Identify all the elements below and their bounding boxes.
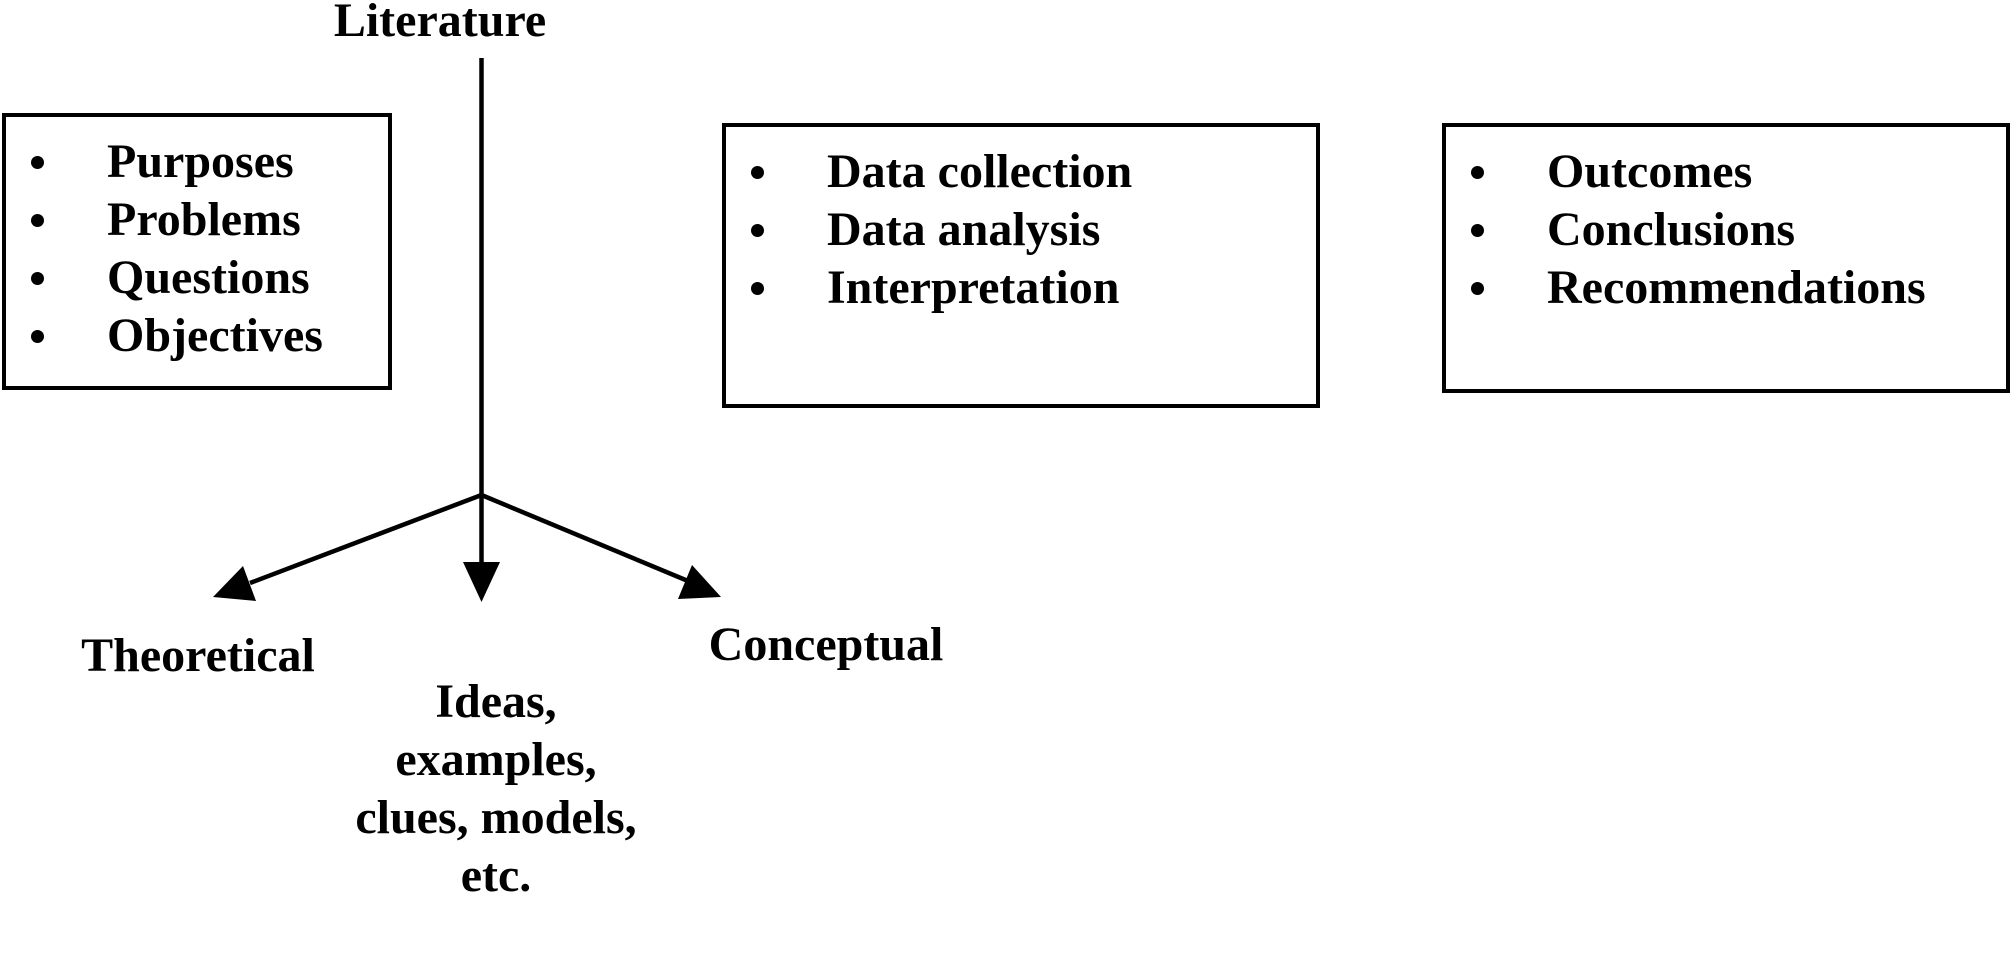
- list-item-label: Data collection: [827, 145, 1133, 198]
- list-item: Objectives: [31, 307, 382, 365]
- bullet-icon: [751, 223, 827, 237]
- ideas-note: Ideas, examples, clues, models, etc.: [296, 673, 696, 905]
- list-item: Recommendations: [1471, 259, 2000, 317]
- left-arrowhead-icon: [213, 566, 256, 601]
- list-item-label: Problems: [107, 193, 301, 246]
- list-item: Conclusions: [1471, 201, 2000, 259]
- list-item: Problems: [31, 191, 382, 249]
- research-framing-box: Purposes Problems Questions Objectives: [2, 113, 392, 390]
- bullet-icon: [31, 213, 107, 227]
- bullet-icon: [1471, 223, 1547, 237]
- list-item: Purposes: [31, 133, 382, 191]
- list-item-label: Outcomes: [1547, 145, 1753, 198]
- bullet-icon: [31, 329, 107, 343]
- right-branch-line: [480, 492, 689, 584]
- list-item-label: Data analysis: [827, 203, 1101, 256]
- list-item-label: Conclusions: [1547, 203, 1796, 256]
- methods-box: Data collection Data analysis Interpreta…: [722, 123, 1320, 408]
- list-item: Questions: [31, 249, 382, 307]
- list-item: Outcomes: [1471, 143, 2000, 201]
- list-item: Data collection: [751, 143, 1310, 201]
- results-box: Outcomes Conclusions Recommendations: [1442, 123, 2010, 393]
- bullet-icon: [31, 155, 107, 169]
- bullet-icon: [1471, 281, 1547, 295]
- list-item-label: Questions: [107, 251, 310, 304]
- conceptual-label: Conceptual: [708, 618, 944, 671]
- list-item-label: Objectives: [107, 309, 323, 362]
- list-item: Interpretation: [751, 259, 1310, 317]
- list-item: Data analysis: [751, 201, 1310, 259]
- bullet-list: Purposes Problems Questions Objectives: [6, 117, 388, 365]
- theoretical-label: Theoretical: [81, 629, 315, 682]
- bullet-icon: [1471, 165, 1547, 179]
- list-item-label: Purposes: [107, 135, 294, 188]
- list-item-label: Interpretation: [827, 261, 1120, 314]
- bullet-icon: [751, 281, 827, 295]
- note-line: examples,: [395, 733, 597, 786]
- list-item-label: Recommendations: [1547, 261, 1926, 314]
- bullet-icon: [31, 271, 107, 285]
- left-branch-line: [249, 492, 483, 586]
- right-arrowhead-icon: [678, 565, 721, 599]
- note-line: etc.: [460, 849, 532, 902]
- down-arrowhead-icon: [463, 562, 500, 602]
- bullet-list: Outcomes Conclusions Recommendations: [1446, 127, 2006, 317]
- diagram-title: Literature: [333, 0, 547, 47]
- bullet-list: Data collection Data analysis Interpreta…: [726, 127, 1316, 317]
- bullet-icon: [751, 165, 827, 179]
- note-line: clues, models,: [355, 791, 637, 844]
- note-line: Ideas,: [435, 675, 557, 728]
